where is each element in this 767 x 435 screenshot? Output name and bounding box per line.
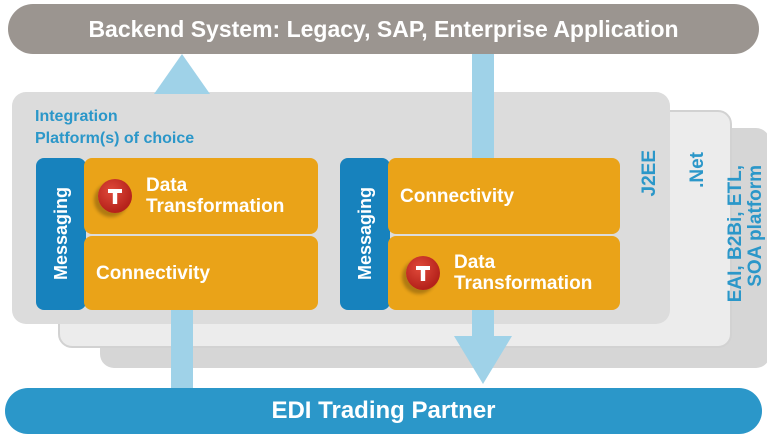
edi-trading-partner-label: EDI Trading Partner	[271, 397, 496, 424]
integration-platform-label: Integration Platform(s) of choice	[35, 106, 194, 150]
right-data-transformation-text: Data Transformation	[454, 252, 592, 294]
net-label: .Net	[687, 152, 708, 188]
up-arrow-shaft-lower	[171, 310, 193, 390]
backend-system-label: Backend System: Legacy, SAP, Enterprise …	[88, 15, 679, 42]
eai-label-line2: SOA platform	[745, 165, 766, 287]
left-messaging-module: Messaging	[36, 158, 86, 310]
left-messaging-label: Messaging	[50, 187, 71, 281]
left-data-transformation-module: Data Transformation	[84, 158, 318, 234]
left-data-transformation-line2: Transformation	[146, 196, 285, 217]
up-arrow-head-icon	[154, 54, 210, 94]
backend-system-bar: Backend System: Legacy, SAP, Enterprise …	[8, 4, 759, 54]
right-data-transformation-line2: Transformation	[454, 273, 593, 294]
integration-platform-label-line1: Integration	[35, 108, 118, 125]
down-arrow-head-icon	[454, 336, 512, 384]
eai-label-line1: EAI, B2Bi, ETL,	[725, 165, 746, 303]
right-messaging-module: Messaging	[340, 158, 390, 310]
left-connectivity-module: Connectivity	[84, 236, 318, 310]
right-data-transformation-module: Data Transformation	[388, 236, 620, 310]
down-arrow-shaft-upper	[472, 54, 494, 158]
down-arrow-shaft-lower	[472, 310, 494, 340]
left-data-transformation-line1: Data	[146, 175, 188, 196]
right-connectivity-label: Connectivity	[400, 185, 515, 207]
left-data-transformation-text: Data Transformation	[146, 175, 284, 217]
transformation-t-icon	[98, 179, 132, 213]
eai-label: EAI, B2Bi, ETL, SOA platform	[725, 165, 767, 335]
right-data-transformation-line1: Data	[454, 252, 496, 273]
right-messaging-label: Messaging	[354, 187, 375, 281]
left-connectivity-label: Connectivity	[96, 262, 211, 284]
j2ee-label: J2EE	[639, 150, 660, 197]
right-connectivity-module: Connectivity	[388, 158, 620, 234]
edi-trading-partner-bar: EDI Trading Partner	[5, 388, 762, 434]
integration-platform-label-line2: Platform(s) of choice	[35, 130, 195, 147]
transformation-t-icon	[406, 256, 440, 290]
